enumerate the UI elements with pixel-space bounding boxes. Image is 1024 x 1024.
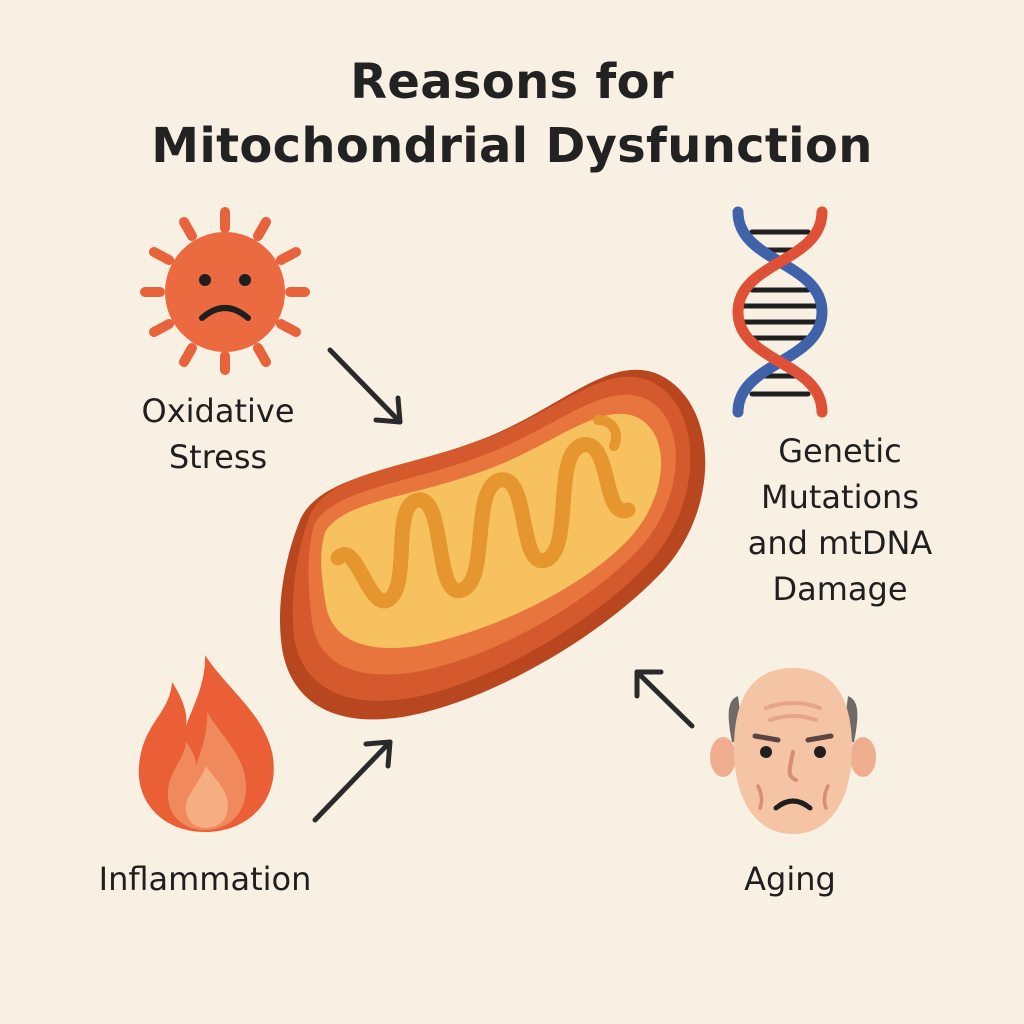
label-oxidative-line-1: Oxidative xyxy=(141,392,295,430)
label-aging: Aging xyxy=(700,856,880,902)
label-oxidative-line-2: Stress xyxy=(168,438,268,476)
elderly-face-icon xyxy=(710,668,876,834)
diagram-title: Reasons for Mitochondrial Dysfunction xyxy=(0,50,1024,178)
arrow-aging-to-mito xyxy=(634,669,695,729)
label-oxidative-stress: Oxidative Stress xyxy=(108,388,328,480)
label-genetic-line-3: and mtDNA xyxy=(747,524,933,562)
arrow-inflammation-to-mito xyxy=(312,739,393,823)
label-genetic-line-2: Mutations xyxy=(760,478,919,516)
label-inflammation-line-1: Inflammation xyxy=(98,860,312,898)
label-genetic-line-4: Damage xyxy=(772,570,908,608)
label-genetic-line-1: Genetic xyxy=(778,432,902,470)
flame-icon xyxy=(138,655,274,832)
label-inflammation: Inflammation xyxy=(70,856,340,902)
label-aging-line-1: Aging xyxy=(744,860,836,898)
label-genetic-mutations: Genetic Mutations and mtDNA Damage xyxy=(720,428,960,612)
dna-helix-icon xyxy=(732,206,828,418)
arrow-oxidative-to-mito xyxy=(327,347,403,425)
title-line-2: Mitochondrial Dysfunction xyxy=(151,118,873,174)
mitochondrion-icon xyxy=(280,369,706,720)
title-line-1: Reasons for xyxy=(350,54,674,110)
sad-sun-icon xyxy=(140,207,310,375)
